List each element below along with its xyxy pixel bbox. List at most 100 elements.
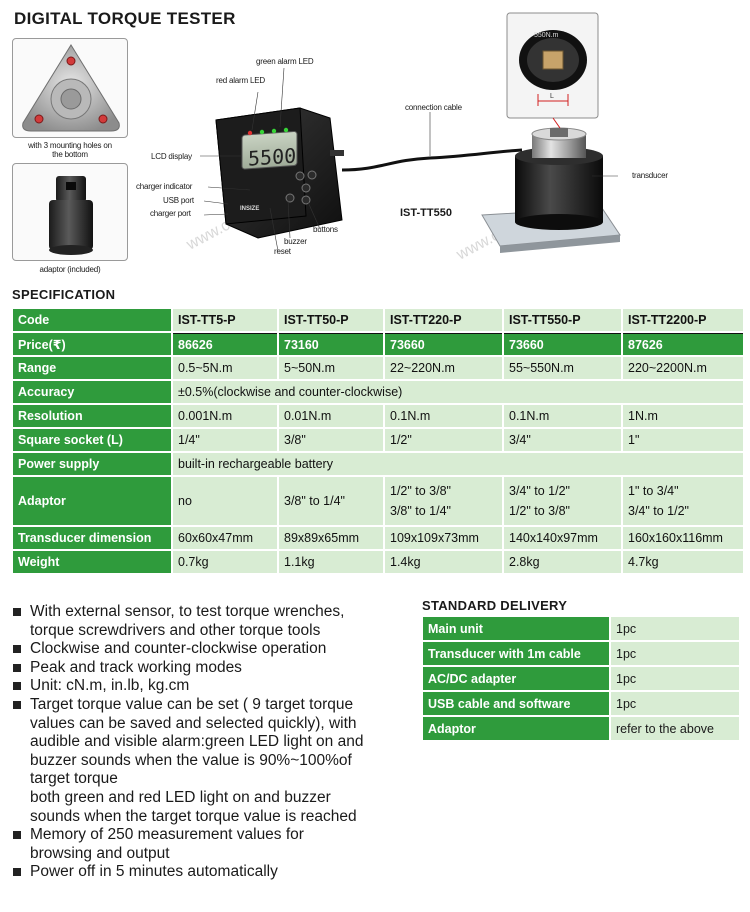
spec-model: IST-TT50-P xyxy=(279,309,383,331)
callout-lcd: LCD display xyxy=(151,152,192,161)
spec-cell: 5~50N.m xyxy=(279,357,383,379)
delivery-row: USB cable and software 1pc xyxy=(423,692,739,715)
spec-cell: 1N.m xyxy=(623,405,743,427)
feature-list: With external sensor, to test torque wre… xyxy=(12,603,412,882)
spec-adaptor-cell: 3/8" to 1/4" xyxy=(279,477,383,525)
spec-model: IST-TT5-P xyxy=(173,309,277,331)
adaptor-line: 3/8" to 1/4" xyxy=(390,504,451,518)
spec-cell: 109x109x73mm xyxy=(385,527,502,549)
spec-cell: 3/4" xyxy=(504,429,621,451)
spec-cell: 0.7kg xyxy=(173,551,277,573)
feature-item: Clockwise and counter-clockwise operatio… xyxy=(12,640,412,659)
spec-adaptor-cell: 1/2" to 3/8" 3/8" to 1/4" xyxy=(385,477,502,525)
feature-line: sounds when the target torque value is r… xyxy=(30,807,357,825)
callout-leaders xyxy=(200,67,618,252)
spec-cell: 1" xyxy=(623,429,743,451)
socket-closeup: 550N.m L xyxy=(506,12,599,129)
spec-row-range: Range 0.5~5N.m 5~50N.m 22~220N.m 55~550N… xyxy=(13,357,743,379)
spec-cell: 89x89x65mm xyxy=(279,527,383,549)
spec-model: IST-TT220-P xyxy=(385,309,502,331)
delivery-value: refer to the above xyxy=(611,717,739,740)
spec-label: Price(₹) xyxy=(13,333,171,355)
spec-row-price: Price(₹) 86626 73160 73660 73660 87626 xyxy=(13,333,743,355)
spec-label: Square socket (L) xyxy=(13,429,171,451)
spec-label: Transducer dimension xyxy=(13,527,171,549)
spec-row-accuracy: Accuracy ±0.5%(clockwise and counter-clo… xyxy=(13,381,743,403)
adaptor-line: no xyxy=(178,494,192,508)
specification-table: Code IST-TT5-P IST-TT50-P IST-TT220-P IS… xyxy=(11,307,745,575)
spec-header-code: Code xyxy=(13,309,171,331)
spec-row-dimension: Transducer dimension 60x60x47mm 89x89x65… xyxy=(13,527,743,549)
spec-cell: 160x160x116mm xyxy=(623,527,743,549)
spec-cell: 4.7kg xyxy=(623,551,743,573)
spec-cell: 0.1N.m xyxy=(504,405,621,427)
adaptor-line: 1/2" to 3/8" xyxy=(390,484,451,498)
feature-line: Target torque value can be set ( 9 targe… xyxy=(30,695,354,713)
callout-transducer: transducer xyxy=(632,171,668,180)
transducer-marking: 550N.m xyxy=(534,32,559,39)
adaptor-line: 1" to 3/4" xyxy=(628,484,679,498)
spec-adaptor-cell: 3/4" to 1/2" 1/2" to 3/8" xyxy=(504,477,621,525)
spec-cell: 140x140x97mm xyxy=(504,527,621,549)
delivery-heading: STANDARD DELIVERY xyxy=(422,598,568,613)
spec-cell: 60x60x47mm xyxy=(173,527,277,549)
spec-cell: built-in rechargeable battery xyxy=(173,453,743,475)
callout-charger-indicator: charger indicator xyxy=(136,182,193,191)
callout-buttons: buttons xyxy=(313,225,338,234)
delivery-value: 1pc xyxy=(611,667,739,690)
adaptor-caption: adaptor (included) xyxy=(39,265,101,274)
feature-line: Unit: cN.m, in.lb, kg.cm xyxy=(30,677,190,695)
spec-label: Adaptor xyxy=(13,477,171,525)
delivery-value: 1pc xyxy=(611,692,739,715)
spec-cell: 1/2" xyxy=(385,429,502,451)
spec-cell: 0.1N.m xyxy=(385,405,502,427)
callout-charger-port: charger port xyxy=(150,209,191,218)
spec-cell: 0.01N.m xyxy=(279,405,383,427)
adaptor-line: 1/2" to 3/8" xyxy=(509,504,570,518)
spec-cell: 2.8kg xyxy=(504,551,621,573)
page-title: DIGITAL TORQUE TESTER xyxy=(14,9,236,28)
transducer-drawing xyxy=(481,127,621,253)
spec-label: Accuracy xyxy=(13,381,171,403)
mounting-plate-image xyxy=(22,44,120,132)
spec-cell: 22~220N.m xyxy=(385,357,502,379)
callout-cable: connection cable xyxy=(405,103,462,112)
spec-row-resolution: Resolution 0.001N.m 0.01N.m 0.1N.m 0.1N.… xyxy=(13,405,743,427)
delivery-label: Transducer with 1m cable xyxy=(423,642,609,665)
adaptor-line: 3/4" to 1/2" xyxy=(628,504,689,518)
feature-item: Power off in 5 minutes automatically xyxy=(12,863,412,882)
callout-green-led: green alarm LED xyxy=(256,57,314,66)
callout-red-led: red alarm LED xyxy=(216,76,265,85)
feature-line: Memory of 250 measurement values for xyxy=(30,826,304,844)
adaptor-line: 3/4" to 1/2" xyxy=(509,484,570,498)
callout-reset: reset xyxy=(274,247,291,256)
spec-price: 73660 xyxy=(504,333,621,355)
spec-cell: 1.1kg xyxy=(279,551,383,573)
spec-cell: ±0.5%(clockwise and counter-clockwise) xyxy=(173,381,743,403)
mounting-plate-photo xyxy=(12,38,128,138)
feature-line: Peak and track working modes xyxy=(30,658,242,676)
spec-label: Power supply xyxy=(13,453,171,475)
spec-row-weight: Weight 0.7kg 1.1kg 1.4kg 2.8kg 4.7kg xyxy=(13,551,743,573)
spec-cell: 3/8" xyxy=(279,429,383,451)
delivery-row: Main unit 1pc xyxy=(423,617,739,640)
feature-item: Peak and track working modes xyxy=(12,659,412,678)
delivery-label: Main unit xyxy=(423,617,609,640)
spec-cell: 0.001N.m xyxy=(173,405,277,427)
spec-adaptor-cell: 1" to 3/4" 3/4" to 1/2" xyxy=(623,477,743,525)
cable-path xyxy=(341,148,523,172)
feature-line: torque screwdrivers and other torque too… xyxy=(30,621,321,639)
feature-line: With external sensor, to test torque wre… xyxy=(30,603,345,620)
spec-price: 73160 xyxy=(279,333,383,355)
spec-cell: 0.5~5N.m xyxy=(173,357,277,379)
delivery-value: 1pc xyxy=(611,642,739,665)
callout-usb: USB port xyxy=(163,196,194,205)
spec-cell: 220~2200N.m xyxy=(623,357,743,379)
feature-line: target torque xyxy=(30,770,118,788)
feature-item: With external sensor, to test torque wre… xyxy=(12,603,412,640)
delivery-row: Adaptor refer to the above xyxy=(423,717,739,740)
spec-price: 86626 xyxy=(173,333,277,355)
delivery-label: Adaptor xyxy=(423,717,609,740)
dimension-l-label: L xyxy=(550,93,554,100)
lcd-value: 5500 xyxy=(248,143,296,170)
